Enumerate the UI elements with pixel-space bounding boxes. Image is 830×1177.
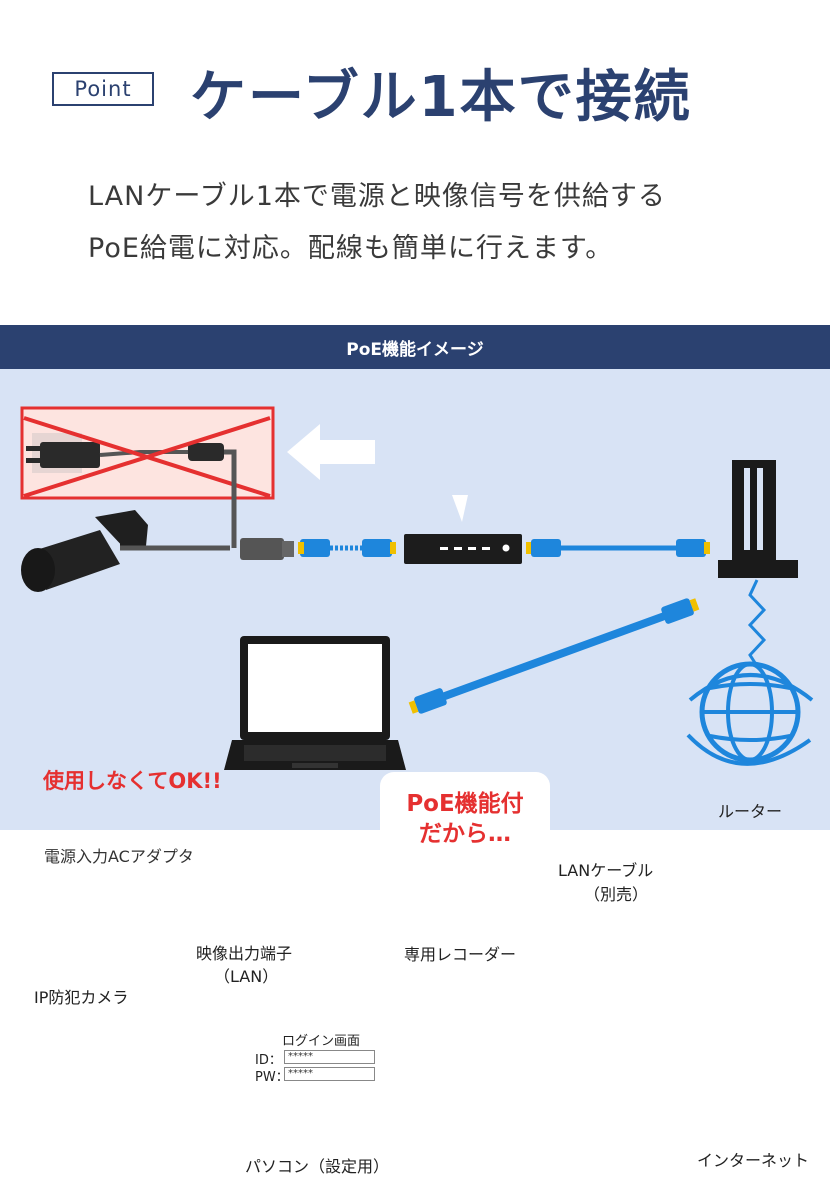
recorder-icon xyxy=(404,534,522,564)
point-header: Point ケーブル1本で接続 LANケーブル1本で電源と映像信号を供給する P… xyxy=(0,0,830,325)
adapter-label: 電源入力ACアダプタ xyxy=(44,847,194,866)
ip-camera-icon xyxy=(21,510,230,592)
router-icon xyxy=(718,460,798,578)
globe-icon xyxy=(686,661,814,766)
page-title: ケーブル1本で接続 xyxy=(190,65,692,130)
poe-speech-bubble: PoE機能付 だから… xyxy=(380,772,550,866)
adapter-cable xyxy=(224,449,237,548)
lan-cable-label: LANケーブル xyxy=(558,861,654,880)
section-title-band: PoE機能イメージ xyxy=(0,325,830,369)
description-line-2: PoE給電に対応。配線も簡単に行えます。 xyxy=(88,233,614,264)
arrow-left-icon xyxy=(287,424,375,480)
adapter-connector-icon xyxy=(188,443,224,461)
section-title: PoE機能イメージ xyxy=(346,339,484,360)
description-line-1: LANケーブル1本で電源と映像信号を供給する xyxy=(88,181,666,212)
recorder-label: 専用レコーダー xyxy=(404,945,517,964)
bubble-line-2: だから… xyxy=(419,821,511,847)
pc-label: パソコン（設定用） xyxy=(245,1157,390,1176)
lan-cable-pc-router xyxy=(408,598,700,714)
login-screen-title: ログイン画面 xyxy=(282,1034,361,1049)
camera-label: IP防犯カメラ xyxy=(34,988,129,1007)
point-badge: Point xyxy=(52,72,154,106)
camera-lan-port xyxy=(240,538,284,560)
plug-icon xyxy=(26,442,100,468)
lan-cable-recorder-router xyxy=(526,539,710,557)
wireless-zigzag xyxy=(747,579,767,667)
not-needed-title: 使用しなくてOK!! xyxy=(43,769,222,793)
lan-cable-camera-recorder xyxy=(298,539,396,557)
lan-cable-sub-label: （別売） xyxy=(584,885,649,904)
internet-label: インターネット xyxy=(697,1151,810,1170)
bubble-line-1: PoE機能付 xyxy=(406,791,524,817)
login-id-field[interactable]: ***** xyxy=(284,1050,375,1064)
diagram-graphics xyxy=(20,406,814,770)
bubble-tail xyxy=(452,495,468,522)
video-port-sub-label: （LAN） xyxy=(214,967,279,986)
poe-diagram: 使用しなくてOK!! 電源入力ACアダプタ PoE機能付 だから… LANケーブ… xyxy=(0,369,830,1176)
video-port-label: 映像出力端子 xyxy=(196,944,293,963)
laptop-icon xyxy=(224,636,406,770)
login-pw-field[interactable]: ***** xyxy=(284,1067,375,1081)
router-label: ルーター xyxy=(718,802,783,821)
